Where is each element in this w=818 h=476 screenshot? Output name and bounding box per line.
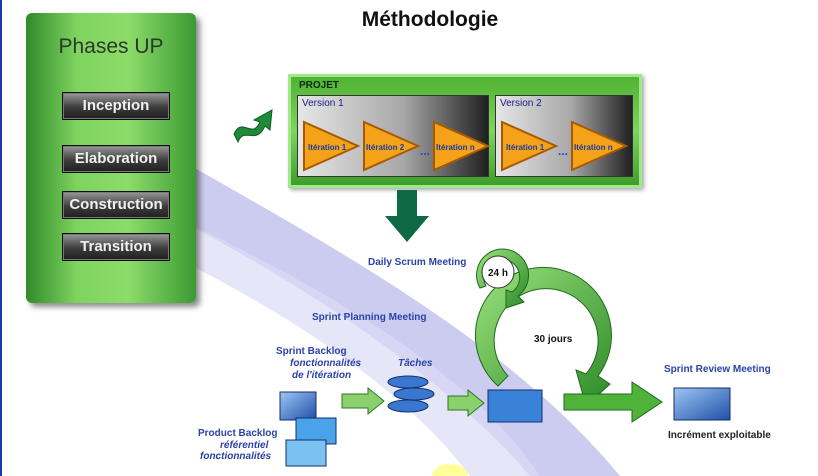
v2-iteration-n-icon: Itération n <box>571 120 629 172</box>
cycle-30-days-text: 30 jours <box>534 334 573 345</box>
down-arrow-icon <box>385 190 429 242</box>
phase-elaboration: Elaboration <box>62 145 170 173</box>
flow-arrow-1-icon <box>341 386 385 416</box>
flow-arrow-3-icon <box>563 381 663 423</box>
projet-panel: PROJET Version 1 Itération 1 Itération 2… <box>288 74 642 188</box>
phases-up-panel: Phases UP Inception Elaboration Construc… <box>26 13 196 303</box>
backlog-stack-icon <box>279 391 337 467</box>
iteration-1-icon: Itération 1 <box>303 120 361 172</box>
v2-iteration-n-text: Itération n <box>574 143 613 152</box>
phase-construction: Construction <box>62 191 170 219</box>
sprint-planning-label: Sprint Planning Meeting <box>312 312 427 323</box>
sprint-review-label: Sprint Review Meeting <box>664 364 771 375</box>
daily-scrum-label: Daily Scrum Meeting <box>368 257 467 268</box>
iteration-n-icon: Itération n <box>433 120 491 172</box>
taches-stack-icon <box>387 375 435 413</box>
green-arrow-icon <box>233 109 273 144</box>
v2-iteration-dots: ... <box>558 144 569 158</box>
product-backlog-line1: référentiel <box>220 440 269 451</box>
increment-box-icon <box>673 387 731 421</box>
phase-inception: Inception <box>62 92 170 120</box>
version-2: Version 2 Itération 1 ... Itération n <box>495 95 633 177</box>
page-title: Méthodologie <box>361 8 499 31</box>
sprint-backlog-line1: fonctionnalités <box>290 358 362 369</box>
product-backlog-title: Product Backlog <box>198 428 278 439</box>
iteration-2-text: Itération 2 <box>366 143 405 152</box>
iteration-dots: ... <box>420 144 431 158</box>
sprint-backlog-title: Sprint Backlog <box>276 346 347 357</box>
flow-arrow-2-icon <box>447 388 485 418</box>
iteration-n-text: Itération n <box>436 143 475 152</box>
increment-label: Incrément exploitable <box>668 430 771 441</box>
scrum-cycle-diagram: 24 h 30 jours <box>474 248 612 407</box>
projet-label: PROJET <box>299 80 340 91</box>
iteration-1-text: Itération 1 <box>308 143 347 152</box>
iteration-2-icon: Itération 2 <box>363 120 421 172</box>
version-2-label: Version 2 <box>500 98 542 109</box>
cycle-24h-text: 24 h <box>488 268 508 279</box>
sprint-backlog-line2: de l'itération <box>292 370 352 381</box>
taches-label: Tâches <box>398 358 433 369</box>
version-1: Version 1 Itération 1 Itération 2 ... It… <box>297 95 491 177</box>
phase-transition: Transition <box>62 233 170 261</box>
left-border <box>0 0 2 476</box>
v2-iteration-1-text: Itération 1 <box>506 143 545 152</box>
version-1-label: Version 1 <box>302 98 344 109</box>
v2-iteration-1-icon: Itération 1 <box>501 120 559 172</box>
product-backlog-line2: fonctionnalités <box>200 451 272 462</box>
phases-title: Phases UP <box>58 35 164 58</box>
sprint-box-icon <box>487 389 543 423</box>
